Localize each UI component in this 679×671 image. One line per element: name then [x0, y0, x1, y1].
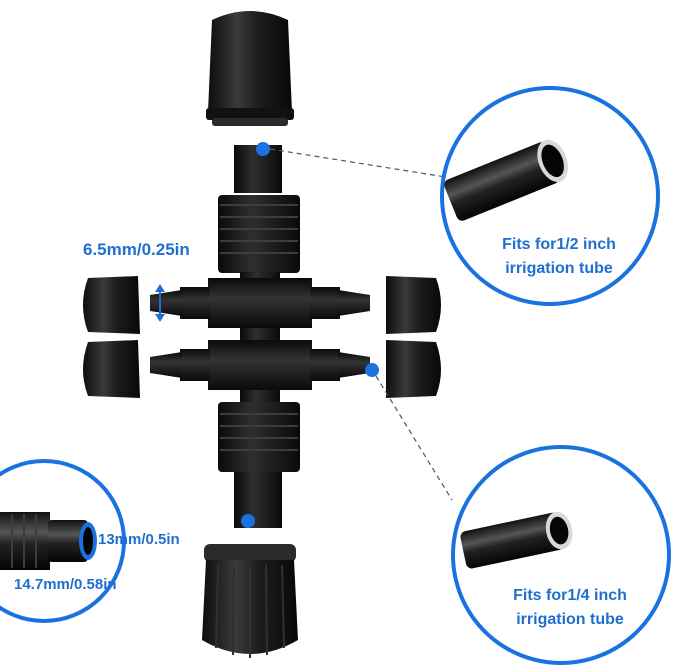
barb-dimension-arrow	[155, 284, 165, 322]
callout-line-2: irrigation tube	[516, 611, 624, 628]
barb-diameter-label: 6.5mm/0.25in	[83, 240, 190, 259]
top-outlet-marker	[256, 142, 270, 156]
callout-line-1: Fits for1/2 inch	[502, 236, 616, 253]
callout-line-1: Fits for1/4 inch	[513, 587, 627, 604]
side-outlet-marker	[365, 363, 379, 377]
detail-circle-outlet	[0, 459, 126, 623]
outer-diameter-label: 14.7mm/0.58in	[14, 576, 117, 593]
inner-diameter-label: 13mm/0.5in	[98, 531, 180, 548]
callout-line-2: irrigation tube	[505, 260, 613, 277]
callout-text-half-inch: Fits for1/2 inch irrigation tube	[474, 233, 644, 281]
leader-line-bottom	[375, 375, 453, 501]
bottom-cap	[202, 544, 298, 658]
bottom-outlet-marker	[241, 514, 255, 528]
center-body	[218, 145, 300, 528]
side-arms	[150, 278, 370, 390]
callout-circle-half-inch	[440, 86, 660, 306]
callout-circle-quarter-inch	[451, 445, 671, 665]
leader-line-top	[269, 148, 453, 179]
small-caps	[83, 276, 441, 398]
callout-text-quarter-inch: Fits for1/4 inch irrigation tube	[485, 584, 655, 632]
top-cap	[206, 11, 294, 126]
